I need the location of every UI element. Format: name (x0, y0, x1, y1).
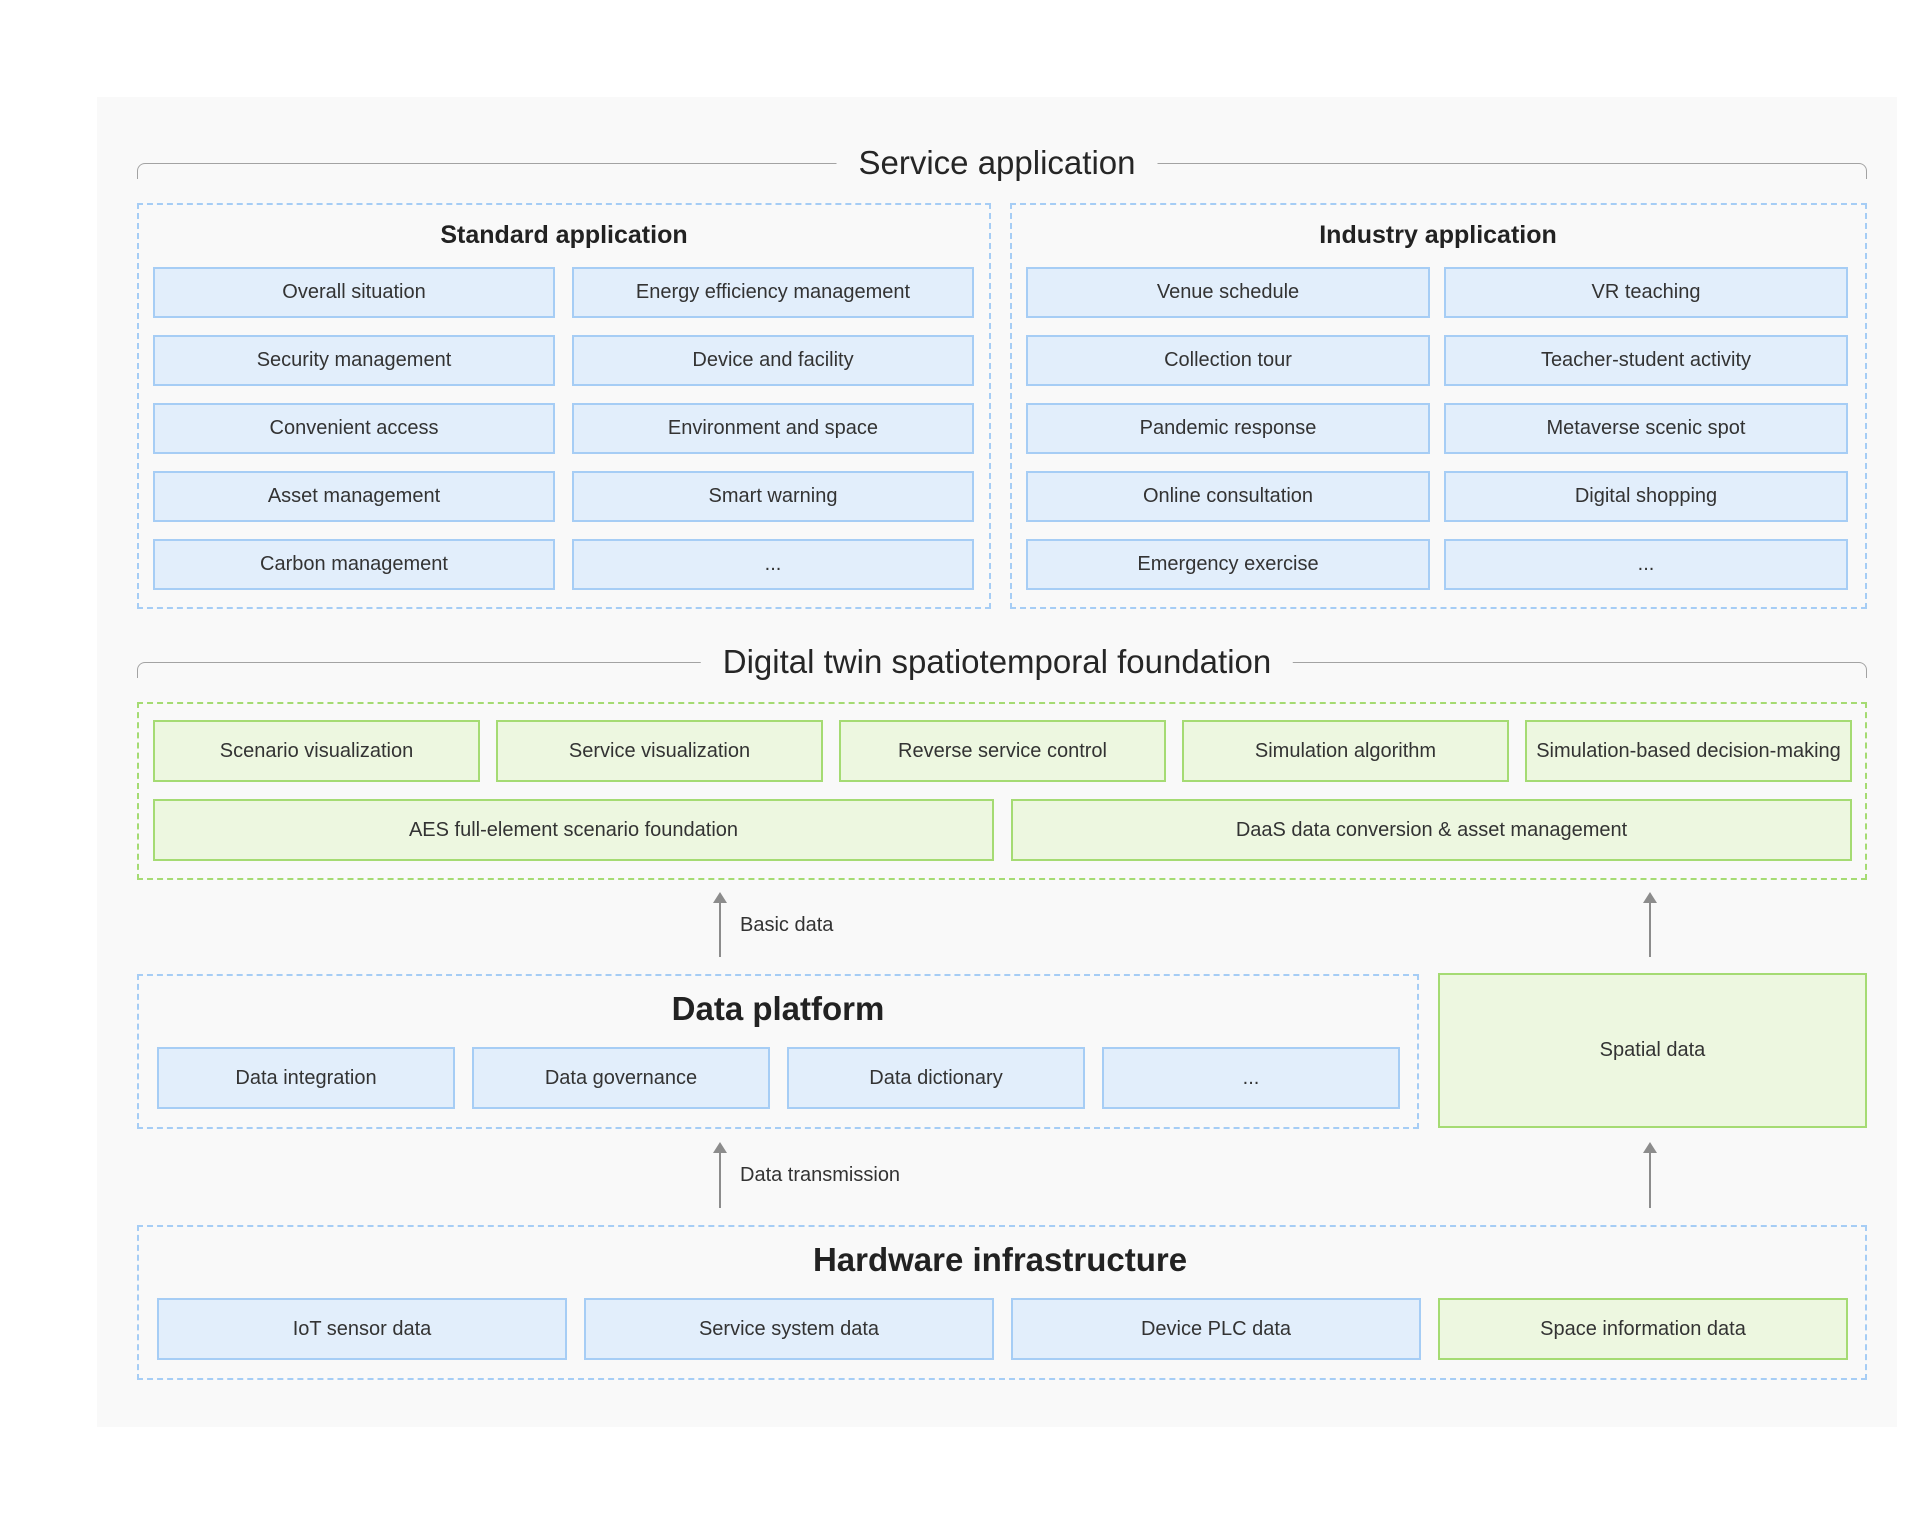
hardware-item: IoT sensor data (157, 1298, 567, 1360)
standard-item: Security management (153, 335, 555, 386)
foundation-region (137, 702, 1867, 880)
foundation-title: Digital twin spatiotemporal foundation (700, 642, 1294, 682)
diagram-canvas: Service application Standard application… (97, 97, 1897, 1427)
hardware-item: Device PLC data (1011, 1298, 1421, 1360)
industry-item: Metaverse scenic spot (1444, 403, 1848, 454)
data-platform-item: Data dictionary (787, 1047, 1085, 1109)
standard-item: Device and facility (572, 335, 974, 386)
industry-item: Emergency exercise (1026, 539, 1430, 590)
standard-item: Energy efficiency management (572, 267, 974, 318)
industry-application-title: Industry application (1319, 221, 1557, 249)
space-info-up-arrow (1643, 1142, 1657, 1208)
basic-data-label: Basic data (740, 914, 834, 936)
foundation-base: DaaS data conversion & asset management (1011, 799, 1852, 861)
basic-data-arrow (713, 892, 727, 957)
hardware-region (137, 1225, 1867, 1380)
industry-item: Teacher-student activity (1444, 335, 1848, 386)
data-transmission-arrow (713, 1142, 727, 1208)
industry-item: Pandemic response (1026, 403, 1430, 454)
hardware-item-space: Space information data (1438, 1298, 1848, 1360)
foundation-capability: Reverse service control (839, 720, 1166, 782)
standard-item: Carbon management (153, 539, 555, 590)
industry-item: ... (1444, 539, 1848, 590)
foundation-capability: Simulation-based decision-making (1525, 720, 1852, 782)
hardware-item: Service system data (584, 1298, 994, 1360)
standard-application-title: Standard application (440, 221, 688, 249)
data-platform-title: Data platform (671, 990, 885, 1027)
standard-item: Environment and space (572, 403, 974, 454)
spatial-data-up-arrow (1643, 892, 1657, 957)
data-platform-item: Data integration (157, 1047, 455, 1109)
industry-item: Collection tour (1026, 335, 1430, 386)
standard-item: Smart warning (572, 471, 974, 522)
industry-item: Online consultation (1026, 471, 1430, 522)
foundation-capability: Scenario visualization (153, 720, 480, 782)
industry-item: Venue schedule (1026, 267, 1430, 318)
service-application-title: Service application (836, 143, 1158, 183)
standard-item: ... (572, 539, 974, 590)
foundation-capability: Simulation algorithm (1182, 720, 1509, 782)
data-platform-item: Data governance (472, 1047, 770, 1109)
foundation-base: AES full-element scenario foundation (153, 799, 994, 861)
industry-item: VR teaching (1444, 267, 1848, 318)
spatial-data-box: Spatial data (1438, 973, 1867, 1128)
data-platform-item: ... (1102, 1047, 1400, 1109)
hardware-title: Hardware infrastructure (812, 1241, 1188, 1278)
standard-item: Overall situation (153, 267, 555, 318)
data-platform-region (137, 974, 1419, 1129)
standard-item: Convenient access (153, 403, 555, 454)
standard-item: Asset management (153, 471, 555, 522)
industry-item: Digital shopping (1444, 471, 1848, 522)
standard-application-region (137, 203, 991, 609)
industry-application-region (1010, 203, 1867, 609)
data-transmission-label: Data transmission (740, 1164, 901, 1186)
foundation-capability: Service visualization (496, 720, 823, 782)
